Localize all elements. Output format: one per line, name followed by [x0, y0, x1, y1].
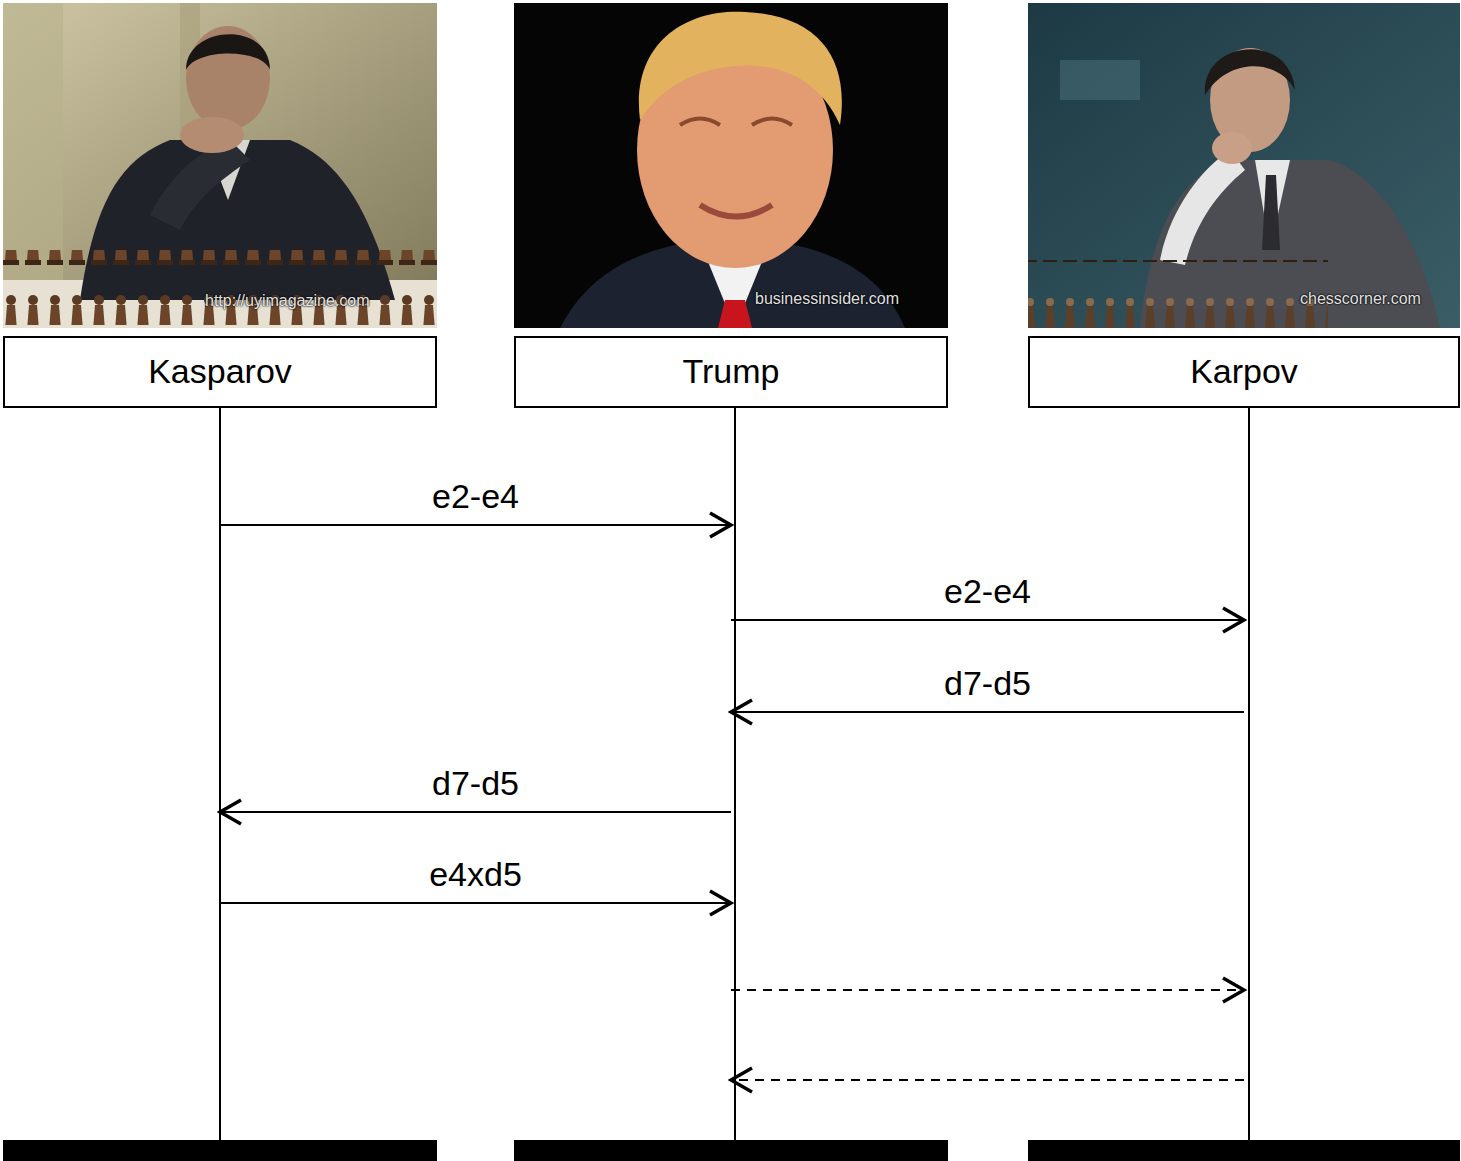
lifeline: [220, 408, 1249, 1140]
trump-photo: [514, 3, 948, 328]
return-message-arrow: [731, 989, 1244, 991]
message-label: d7-d5: [940, 665, 1035, 702]
message-label: e4xd5: [425, 856, 526, 893]
lifeline-header-box: Kasparov: [3, 336, 437, 408]
participant-name: Karpov: [1190, 353, 1298, 390]
message-label: d7-d5: [428, 765, 523, 802]
message-arrow: [220, 524, 731, 526]
lifeline-header-box: Trump: [514, 336, 948, 408]
watermark: chesscorner.com: [1300, 290, 1421, 308]
message-label: e2-e4: [940, 573, 1035, 610]
return-message-arrow: [731, 1079, 1244, 1081]
participant-name: Kasparov: [148, 353, 292, 390]
message-arrow: [731, 619, 1244, 621]
message-arrow: [731, 711, 1244, 713]
karpov-photo: [1028, 3, 1460, 328]
kasparov-photo: [3, 3, 437, 328]
message-arrow: [220, 811, 731, 813]
lifeline-header-box: Karpov: [1028, 336, 1460, 408]
message-arrow: [220, 902, 731, 904]
watermark: businessinsider.com: [755, 290, 899, 308]
lifeline-end-bar: [3, 1140, 1460, 1161]
message-label: e2-e4: [428, 478, 523, 515]
participant-name: Trump: [683, 353, 780, 390]
watermark: http://uyimagazine.com: [205, 292, 370, 310]
message-arrows: [220, 525, 1244, 1080]
